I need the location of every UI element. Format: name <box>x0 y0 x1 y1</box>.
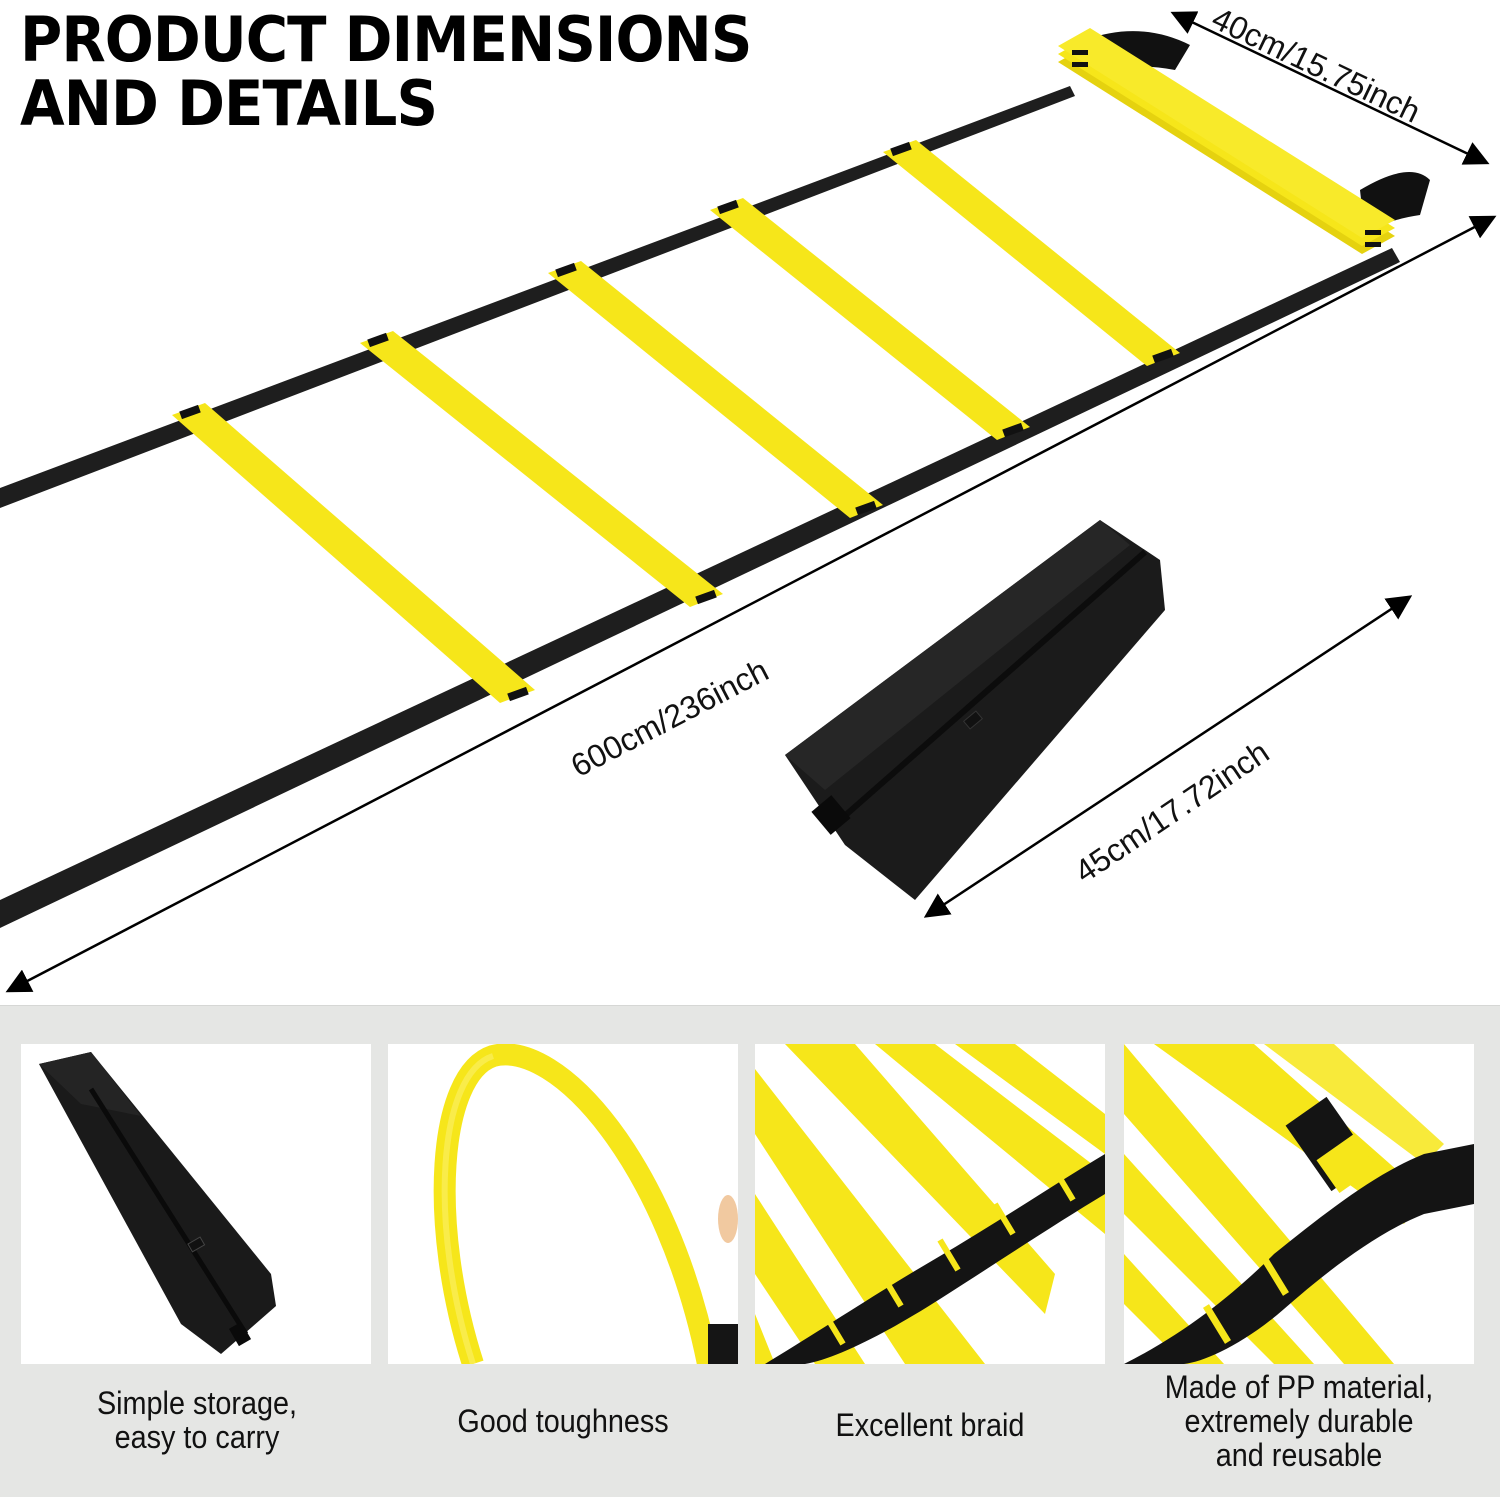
feature-caption-braid: Excellent braid <box>835 1407 1025 1443</box>
braid-closeup-image <box>755 1044 1105 1364</box>
product-hero: PRODUCT DIMENSIONS AND DETAILS 40cm/15.7… <box>0 0 1497 993</box>
title-line-1: PRODUCT DIMENSIONS <box>20 3 752 76</box>
feature-toughness <box>388 1044 738 1364</box>
bent-rung-image <box>433 1044 738 1364</box>
hand-icon <box>718 1195 738 1243</box>
dimension-arrows <box>5 11 1497 993</box>
feature-caption-storage: Simple storage, easy to carry <box>96 1385 298 1455</box>
feature-pp-material <box>1124 1044 1474 1364</box>
storage-bag-image <box>39 1052 276 1354</box>
page-title: PRODUCT DIMENSIONS AND DETAILS <box>20 3 752 140</box>
feature-braid <box>755 1044 1105 1364</box>
feature-panels: Simple storage, easy to carry Good tough… <box>0 1005 1500 1497</box>
feature-caption-toughness: Good toughness <box>457 1403 669 1439</box>
feature-caption-pp-material: Made of PP material, extremely durable a… <box>1164 1369 1434 1473</box>
feature-storage-bag <box>21 1044 371 1364</box>
pp-material-image <box>1124 1044 1474 1364</box>
agility-ladder-illustration <box>0 11 1497 993</box>
title-line-2: AND DETAILS <box>20 67 438 140</box>
folded-rung-stack <box>1058 28 1430 254</box>
